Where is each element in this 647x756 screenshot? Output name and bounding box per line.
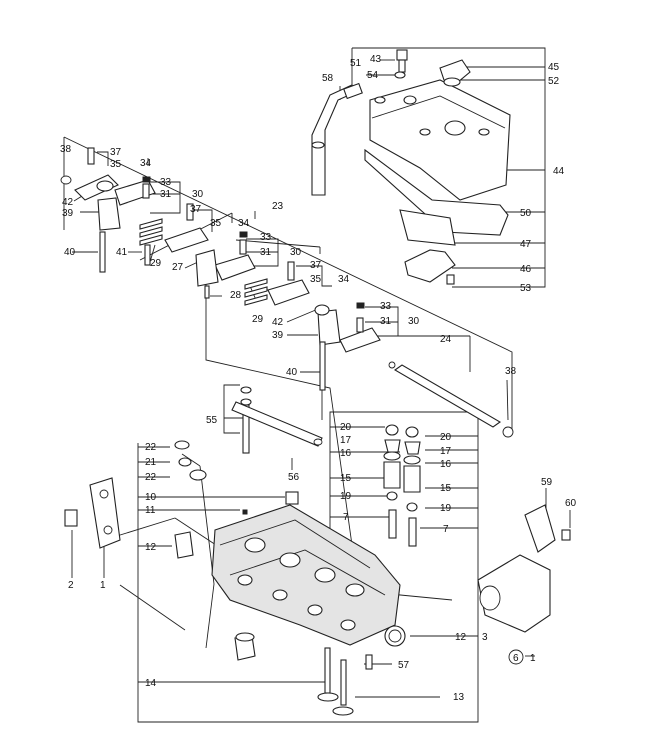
label-31-c: 31 <box>380 316 392 327</box>
label-7-a: 7 <box>343 512 349 523</box>
label-15-a: 15 <box>340 473 352 484</box>
label-29-a: 29 <box>150 258 162 269</box>
label-6: 6 <box>513 653 519 664</box>
label-50: 50 <box>520 208 532 219</box>
label-24: 24 <box>440 334 452 345</box>
label-30-a: 30 <box>192 189 204 200</box>
left-plate <box>64 477 121 549</box>
label-22-b: 22 <box>145 472 157 483</box>
plugs-and-seals <box>174 440 406 670</box>
label-39-a: 39 <box>62 208 74 219</box>
label-6-circle <box>508 649 524 665</box>
label-60: 60 <box>565 498 577 509</box>
label-59: 59 <box>541 477 553 488</box>
label-14: 14 <box>145 678 157 689</box>
label-33-b: 33 <box>260 232 272 243</box>
breather-hose <box>311 82 363 196</box>
valve-cover <box>364 79 511 285</box>
label-55: 55 <box>206 415 218 426</box>
label-22-a: 22 <box>145 442 157 453</box>
label-41: 41 <box>116 247 128 258</box>
label-42-b: 42 <box>272 317 284 328</box>
label-44: 44 <box>553 166 565 177</box>
label-31-b: 31 <box>260 247 272 258</box>
label-16-b: 16 <box>440 459 452 470</box>
label-57: 57 <box>398 660 410 671</box>
label-20-a: 20 <box>340 422 352 433</box>
label-16-a: 16 <box>340 448 352 459</box>
label-45: 45 <box>548 62 560 73</box>
label-30-b: 30 <box>290 247 302 258</box>
label-56: 56 <box>288 472 300 483</box>
label-29-b: 29 <box>252 314 264 325</box>
label-38-left: 38 <box>60 144 72 155</box>
label-34-a: 34 <box>140 158 152 169</box>
label-38-right: 38 <box>505 366 517 377</box>
label-17-b: 17 <box>440 446 452 457</box>
label-47: 47 <box>520 239 532 250</box>
label-43: 43 <box>370 54 382 65</box>
label-3: 3 <box>482 632 488 643</box>
label-30-c: 30 <box>408 316 420 327</box>
label-58: 58 <box>322 73 334 84</box>
oil-filler-cap <box>439 59 471 87</box>
label-17-a: 17 <box>340 435 352 446</box>
label-31-a: 31 <box>160 189 172 200</box>
adjusting-screws <box>87 147 365 333</box>
label-27: 27 <box>172 262 184 273</box>
label-53: 53 <box>520 283 532 294</box>
label-19-a: 19 <box>340 491 352 502</box>
label-52: 52 <box>548 76 560 87</box>
label-11: 11 <box>145 505 156 516</box>
push-rods <box>99 231 326 391</box>
label-37-c: 37 <box>310 260 322 271</box>
label-15-b: 15 <box>440 483 452 494</box>
label-33-c: 33 <box>380 301 392 312</box>
label-35-b: 35 <box>210 218 222 229</box>
valve-train <box>317 424 421 716</box>
label-1: 1 <box>100 580 106 591</box>
label-28: 28 <box>230 290 242 301</box>
rocker-springs <box>139 218 268 306</box>
label-46: 46 <box>520 264 532 275</box>
label-40-b: 40 <box>286 367 298 378</box>
label-10: 10 <box>145 492 157 503</box>
label-42-a: 42 <box>62 197 74 208</box>
label-23: 23 <box>272 201 284 212</box>
thermostat-housing <box>477 504 571 633</box>
label-2: 2 <box>68 580 74 591</box>
rocker-support <box>97 197 341 346</box>
label-13: 13 <box>453 692 465 703</box>
part-number-labels: 51 43 54 58 45 52 44 50 47 46 53 38 37 3… <box>60 54 577 703</box>
rocker-shaft <box>388 361 514 438</box>
label-35-c: 35 <box>310 274 322 285</box>
label-12-left: 12 <box>145 542 157 553</box>
label-37-b: 37 <box>190 204 202 215</box>
cover-bolt <box>394 49 408 79</box>
label-39-b: 39 <box>272 330 284 341</box>
label-40-a: 40 <box>64 247 76 258</box>
label-33-a: 33 <box>160 177 172 188</box>
label-51: 51 <box>350 58 362 69</box>
label-12-right: 12 <box>455 632 467 643</box>
bracket-lines <box>63 47 571 723</box>
label-37-a: 37 <box>110 147 122 158</box>
cylinder-head <box>211 491 401 646</box>
label-7-b: 7 <box>443 524 449 535</box>
label-34-b: 34 <box>238 218 250 229</box>
label-19-b: 19 <box>440 503 452 514</box>
label-21: 21 <box>145 457 157 468</box>
label-54: 54 <box>367 70 379 81</box>
label-35-a: 35 <box>110 159 122 170</box>
label-6-sub: 1 <box>530 653 536 664</box>
label-34-c: 34 <box>338 274 350 285</box>
glow-plugs <box>231 386 323 454</box>
label-20-b: 20 <box>440 432 452 443</box>
